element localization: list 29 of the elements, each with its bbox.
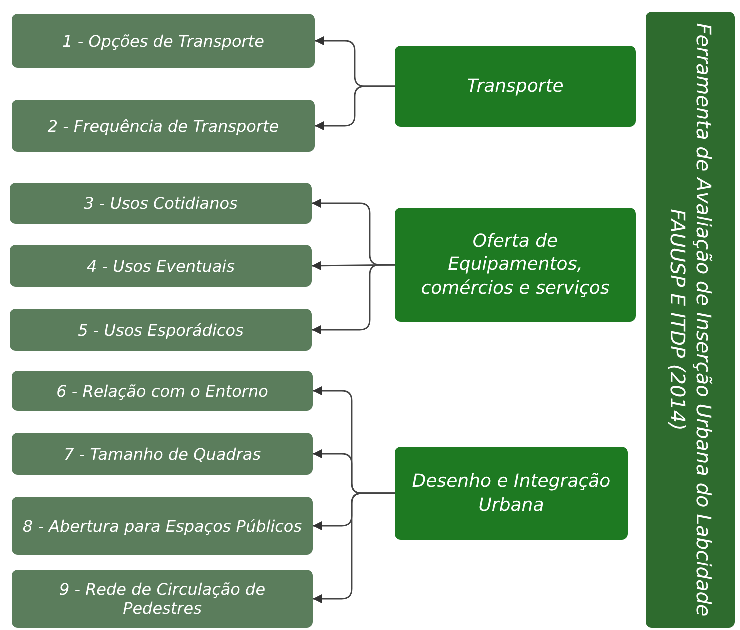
indicator-box bbox=[12, 433, 313, 475]
box-label: 3 - Usos Cotidianos bbox=[84, 194, 238, 213]
indicator-box bbox=[12, 497, 313, 555]
box-label: 8 - Abertura para Espaços Públicos bbox=[22, 516, 302, 536]
box-label: 6 - Relação com o Entorno bbox=[56, 382, 268, 400]
connector-arrow bbox=[313, 492, 395, 604]
connector-arrow bbox=[312, 264, 395, 334]
indicator-box bbox=[12, 100, 315, 152]
box-label: Oferta de Equipamentos, comércios e serviços bbox=[420, 230, 611, 300]
indicator-box bbox=[12, 371, 313, 411]
title-panel bbox=[646, 12, 735, 628]
indicator-box bbox=[12, 14, 315, 68]
box-label: 7 - Tamanho de Quadras bbox=[64, 444, 262, 464]
box-label: 1 - Opções de Transporte bbox=[62, 32, 264, 50]
box-label: Desenho e Integração Urbana bbox=[411, 470, 612, 517]
category-box bbox=[395, 447, 628, 540]
panel-title: Ferramenta de Avaliação de Inserção Urbana do Labcidade FAUUSP E ITDP (2014) bbox=[664, 22, 716, 619]
box-label: Transporte bbox=[467, 74, 564, 98]
indicator-box bbox=[12, 570, 313, 628]
indicator-box bbox=[10, 309, 312, 351]
box-label: 5 - Usos Esporádicos bbox=[78, 320, 244, 340]
category-box bbox=[395, 208, 636, 322]
box-label: 9 - Rede de Circulação de Pedestres bbox=[58, 580, 267, 618]
category-box bbox=[395, 46, 636, 127]
box-label: 2 - Frequência de Transporte bbox=[48, 116, 280, 136]
indicator-box bbox=[10, 245, 312, 287]
box-label: 4 - Usos Eventuais bbox=[87, 256, 235, 276]
connector-arrow bbox=[315, 86, 395, 130]
indicator-box bbox=[10, 183, 312, 224]
